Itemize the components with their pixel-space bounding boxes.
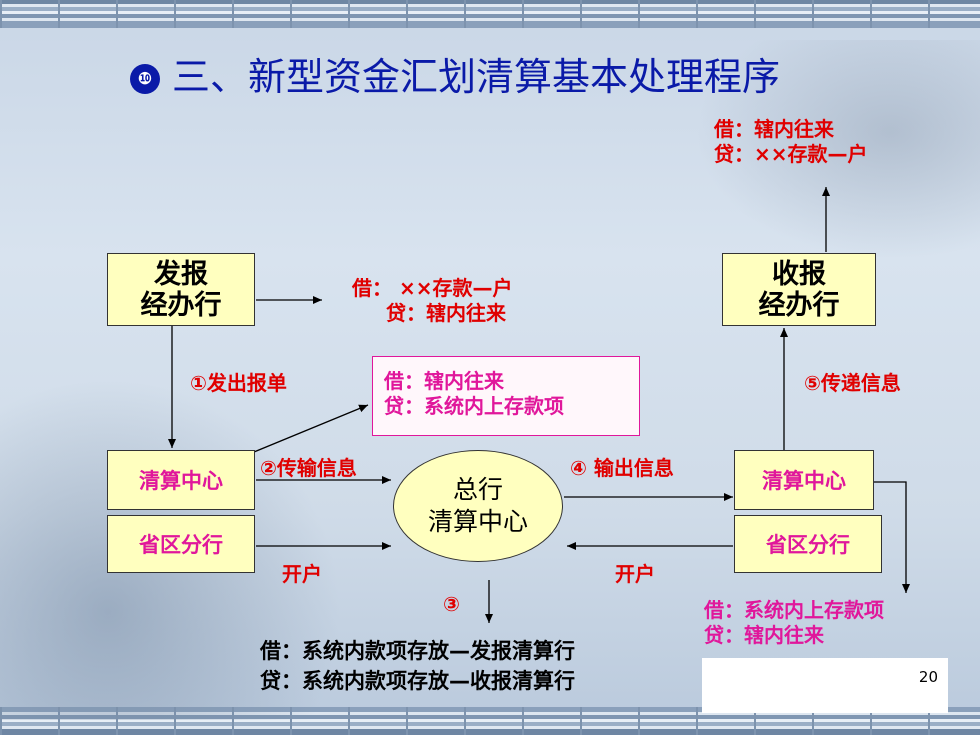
step-4-label: ④ 输出信息 — [570, 456, 674, 480]
entry-left-clearing: 借：辖内往来 贷：系统内上存款项 — [384, 369, 564, 418]
entry-hq-center: 借：系统内款项存放—发报清算行 贷：系统内款项存放—收报清算行 — [260, 639, 575, 693]
background-road-image — [680, 40, 980, 270]
left-province-box: 省区分行 — [107, 515, 255, 573]
arrow-clearing-to-entry-right — [874, 481, 910, 593]
recv-bank-box: 收报经办行 — [722, 253, 876, 326]
entry-send-bank: 借： ××存款—户 贷：辖内往来 — [352, 276, 513, 325]
send-bank-box: 发报经办行 — [107, 253, 255, 326]
left-clearing-box: 清算中心 — [107, 450, 255, 510]
entry-right-clearing: 借：系统内上存款项 贷：辖内往来 — [704, 598, 884, 647]
page-number-box: 20 — [702, 658, 948, 713]
right-clearing-box: 清算中心 — [734, 450, 874, 510]
page-number: 20 — [918, 668, 938, 686]
entry-top-right: 借：辖内往来 贷：××存款—户 — [714, 117, 868, 166]
open-account-left: 开户 — [282, 562, 322, 586]
step-2-label: ②传输信息 — [260, 456, 357, 480]
step-1-label: ①发出报单 — [190, 371, 287, 395]
arrow-clearing-to-entry — [253, 404, 369, 453]
step-3-label: ③ — [443, 592, 460, 616]
open-account-right: 开户 — [615, 562, 655, 586]
slide-title: ❿ 三、新型资金汇划清算基本处理程序 — [130, 46, 780, 101]
top-decorative-band — [0, 0, 980, 28]
entry-left-clearing-frame — [372, 356, 640, 436]
title-number-badge: ❿ — [130, 64, 160, 94]
hq-clearing-center: 总行清算中心 — [393, 450, 563, 562]
title-text: 三、新型资金汇划清算基本处理程序 — [172, 55, 781, 99]
right-province-box: 省区分行 — [734, 515, 882, 573]
step-5-label: ⑤传递信息 — [804, 371, 901, 395]
